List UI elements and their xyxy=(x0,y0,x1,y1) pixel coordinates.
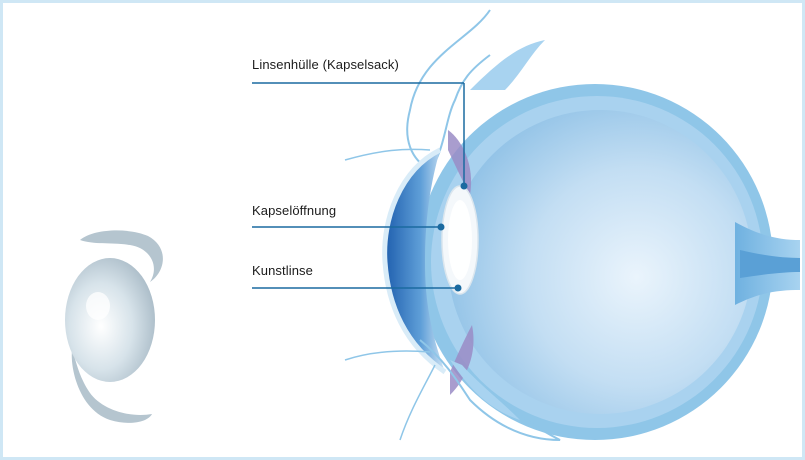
label-artificial-lens: Kunstlinse xyxy=(252,263,313,278)
intraocular-lens-illustration xyxy=(65,230,163,422)
artificial-lens-in-eye xyxy=(448,200,472,280)
lower-lid-lash xyxy=(345,351,430,360)
iol-highlight xyxy=(86,292,110,320)
leader-dot-capsule xyxy=(461,183,468,190)
lower-lid-line-2 xyxy=(400,365,435,440)
eye-cross-section xyxy=(345,10,800,440)
label-capsular-bag: Linsenhülle (Kapselsack) xyxy=(252,57,399,72)
leader-dot-opening xyxy=(438,224,445,231)
label-capsule-opening: Kapselöffnung xyxy=(252,203,336,218)
vitreous-body xyxy=(448,110,752,414)
iol-optic xyxy=(65,258,155,382)
upper-lid-muscle xyxy=(470,40,545,90)
leader-dot-iol xyxy=(455,285,462,292)
